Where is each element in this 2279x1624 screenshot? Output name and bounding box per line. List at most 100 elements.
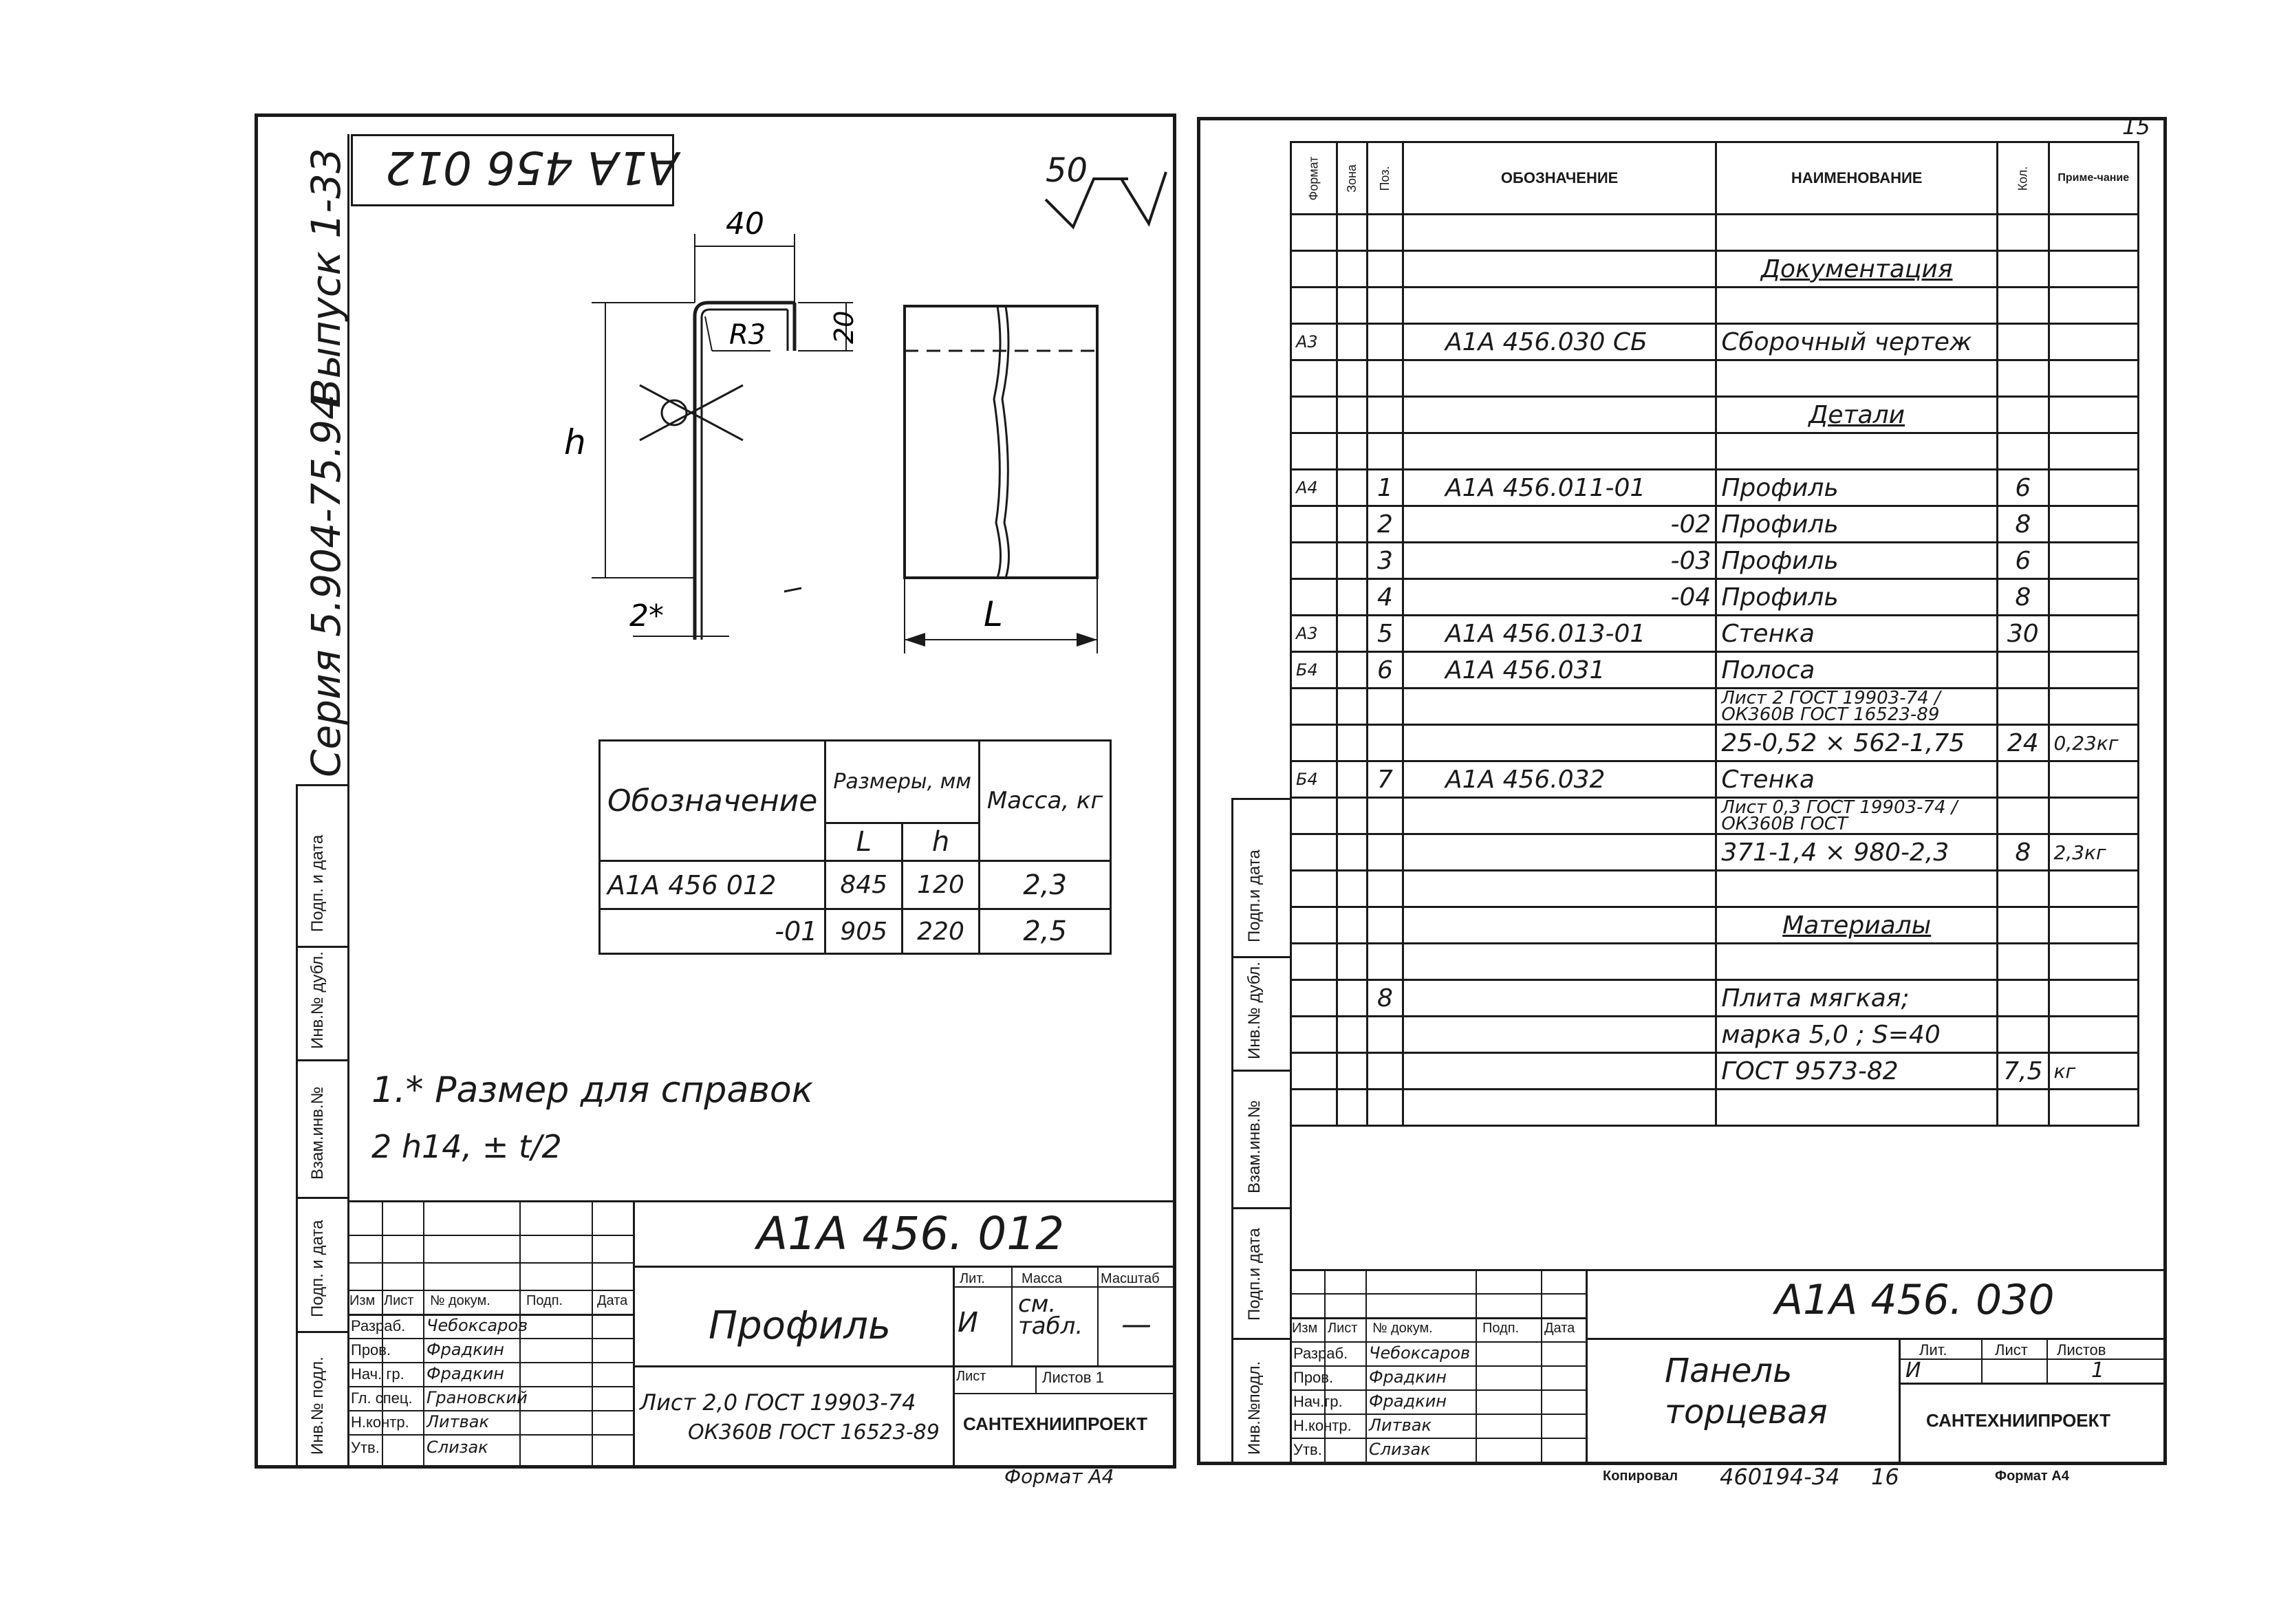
left-part-title: Профиль	[709, 1303, 891, 1348]
issue-label: Выпуск 1-33	[303, 148, 349, 406]
right-org: САНТЕХНИИПРОЕКТ	[1926, 1410, 2111, 1431]
side-view-drawing: L	[903, 305, 1099, 653]
right-side-label: Подп.и дата	[1245, 849, 1264, 942]
left-role: Гл. спец.	[351, 1389, 413, 1407]
note-2: 2 h14, ± t/2	[371, 1128, 562, 1165]
left-rev-line	[347, 1290, 633, 1291]
left-strip-div	[296, 1197, 347, 1199]
left-stamp-code: А1А 456. 012	[757, 1207, 1065, 1260]
right-hdr: Дата	[1544, 1321, 1575, 1336]
left-role: Утв.	[351, 1439, 380, 1456]
roughness-icon	[1044, 171, 1167, 230]
spec-row	[1290, 432, 2140, 470]
spec-row: Детали	[1290, 396, 2140, 434]
right-role: Пров.	[1293, 1369, 1334, 1386]
left-rev-col	[382, 1200, 383, 1465]
right-side-label: Инв.№подл.	[1245, 1361, 1264, 1455]
col-h: h	[901, 822, 980, 862]
footer-copied: Копировал	[1603, 1469, 1678, 1484]
left-code-box	[351, 134, 674, 206]
left-hdr: Дата	[597, 1293, 628, 1308]
spec-row	[1290, 286, 2140, 325]
spec-header-qty: Кол.	[2016, 166, 2030, 191]
spec-header-designation: ОБОЗНАЧЕНИЕ	[1500, 169, 1619, 186]
right-hdr: Лист	[1328, 1321, 1358, 1336]
left-drawing-frame	[347, 134, 349, 1200]
left-rev-line	[347, 1235, 633, 1236]
left-signer: Слизак	[426, 1438, 488, 1457]
spec-row	[1290, 1088, 2140, 1127]
spec-header-note: Приме-чание	[2057, 172, 2130, 184]
right-sheet: Лист	[1995, 1341, 2028, 1358]
spec-header-pos: Поз.	[1377, 166, 1392, 191]
table-row: А1А 456 012 845 120 2,3	[598, 860, 1112, 910]
col-name: Обозначение	[598, 739, 827, 862]
left-strip-div	[296, 1331, 347, 1333]
left-hdr: Лист	[384, 1293, 414, 1308]
right-signer: Фрадкин	[1369, 1392, 1447, 1411]
profile-drawing: 40 20 R3 h 2*	[564, 206, 859, 640]
footer-format: Формат А4	[1995, 1469, 2069, 1484]
left-side-label: Подп. и дата	[308, 1220, 327, 1317]
left-rev-col	[592, 1200, 593, 1465]
left-sheet	[255, 113, 1176, 1469]
left-hdr: Подп.	[526, 1293, 563, 1308]
right-lit: Лит.	[1919, 1341, 1947, 1358]
left-stamp-div	[633, 1200, 635, 1465]
spec-row	[1290, 869, 2140, 908]
left-role: Разраб.	[351, 1317, 406, 1334]
right-signer: Фрадкин	[1369, 1367, 1447, 1387]
spec-row	[1290, 359, 2140, 398]
left-material-2: ОК360В ГОСТ 16523-89	[688, 1420, 940, 1444]
left-signer: Чебоксаров	[426, 1316, 528, 1335]
left-material-1: Лист 2,0 ГОСТ 19903-74	[640, 1389, 916, 1416]
page-mark: 15	[2122, 113, 2150, 140]
left-signer: Фрадкин	[426, 1340, 504, 1359]
left-lit-val: И	[958, 1307, 978, 1339]
right-stamp-code: А1А 456. 030	[1775, 1276, 2055, 1324]
right-hdr: Подп.	[1482, 1321, 1520, 1336]
right-sheet	[1197, 117, 2167, 1465]
spec-row: Лист 0,3 ГОСТ 19903-74 / ОК360В ГОСТ	[1290, 797, 2140, 835]
series-label: Серия 5.904-75.94	[303, 393, 349, 777]
footer-page: 16	[1871, 1464, 1899, 1490]
right-sheets: Листов	[2057, 1341, 2106, 1358]
spec-row: марка 5,0 ; S=40	[1290, 1015, 2140, 1054]
note-1: 1.* Размер для справок	[371, 1070, 814, 1111]
left-mass: Масса	[1022, 1271, 1063, 1286]
left-side-label: Инв.№ дубл.	[308, 951, 327, 1049]
left-code-rotated: А1А 456 012	[385, 141, 679, 194]
left-signer: Грановский	[426, 1388, 528, 1407]
spec-header-name: НАИМЕНОВАНИЕ	[1791, 169, 1923, 186]
dimensions-table: Обозначение Размеры, мм Масса, кг L h А1…	[598, 739, 1112, 955]
left-mass-val: см. табл.	[1018, 1290, 1083, 1340]
right-hdr: № докум.	[1372, 1321, 1433, 1336]
left-role: Н.контр.	[351, 1414, 409, 1431]
right-signer: Литвак	[1369, 1416, 1432, 1435]
left-role: Нач. гр.	[351, 1365, 404, 1383]
spec-row: Материалы	[1290, 906, 2140, 944]
dim-h: h	[564, 422, 586, 462]
spec-row	[1290, 942, 2140, 981]
left-role: Пров.	[351, 1341, 391, 1358]
right-signer: Слизак	[1369, 1440, 1431, 1459]
right-role: Нач.гр.	[1293, 1393, 1343, 1410]
left-rev-col	[519, 1200, 521, 1465]
right-side-label: Инв.№ дубл.	[1245, 962, 1264, 1059]
left-strip-line	[296, 784, 298, 1465]
left-sheets-label: Листов 1	[1042, 1369, 1104, 1386]
right-side-label: Взам.инв.№	[1245, 1100, 1264, 1193]
dim-2: 2*	[629, 598, 664, 634]
left-strip-div	[296, 784, 347, 786]
right-role: Разраб.	[1293, 1345, 1348, 1362]
